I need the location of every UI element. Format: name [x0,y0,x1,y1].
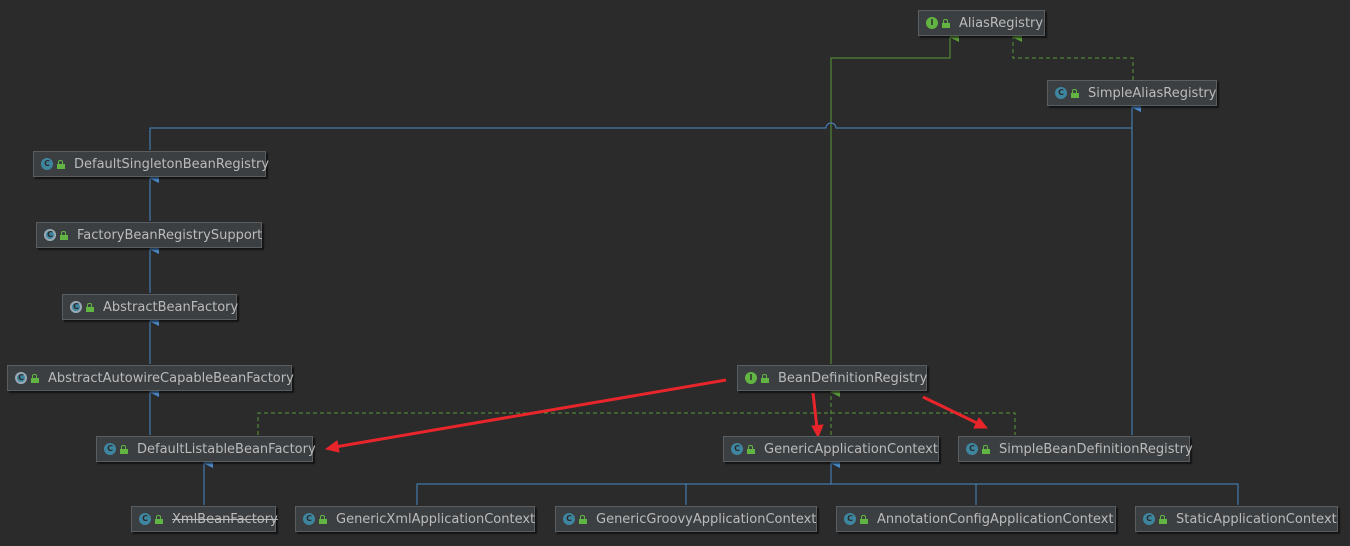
red-arrowhead-defaultlistablebeanfactory [324,440,340,453]
class-icon: C [731,443,743,455]
edge-implementations-of-beandefinitionregistry [257,412,1016,435]
edge-simplealiasregistry-implements-aliasregistry [1012,32,1134,80]
public-lock-icon [57,159,65,169]
node-label: SimpleAliasRegistry [1088,85,1217,101]
class-icon: C [563,513,575,525]
abstract-class-icon: C [15,372,27,384]
class-icon: C [844,513,856,525]
node-default-singleton-bean-registry[interactable]: C DefaultSingletonBeanRegistry [33,151,270,177]
interface-icon: I [926,17,938,29]
public-lock-icon [60,230,68,240]
class-icon: C [1143,513,1155,525]
node-label: GenericGroovyApplicationContext [596,511,817,527]
class-icon: C [303,513,315,525]
red-arrow-to-simplebeandefinitionregistry [922,395,980,426]
node-label: AbstractAutowireCapableBeanFactory [48,370,294,386]
node-factory-bean-registry-support[interactable]: C FactoryBeanRegistrySupport [36,222,262,248]
class-icon: C [1055,87,1067,99]
node-bean-definition-registry[interactable]: I BeanDefinitionRegistry [737,365,927,391]
edge-beandefinitionregistry-extends-aliasregistry [830,32,959,364]
public-lock-icon [319,514,327,524]
node-annotation-config-application-context[interactable]: C AnnotationConfigApplicationContext [836,506,1116,532]
node-label: DefaultSingletonBeanRegistry [74,156,270,172]
public-lock-icon [31,373,39,383]
public-lock-icon [761,373,769,383]
public-lock-icon [860,514,868,524]
node-label: GenericXmlApplicationContext [336,511,536,527]
red-arrowhead-simplebeandefinitionregistry [973,417,989,429]
node-label: StaticApplicationContext [1176,511,1337,527]
node-xml-bean-factory[interactable]: C XmlBeanFactory [131,506,278,532]
node-label: AliasRegistry [959,15,1044,31]
edge-subclasses-of-genericapplicationcontext [416,463,1239,505]
node-label: AbstractBeanFactory [103,299,239,315]
public-lock-icon [1071,88,1079,98]
node-abstract-bean-factory[interactable]: C AbstractBeanFactory [62,294,239,320]
class-icon: C [104,443,116,455]
node-label: XmlBeanFactory [172,511,278,527]
public-lock-icon [120,444,128,454]
node-generic-xml-application-context[interactable]: C GenericXmlApplicationContext [295,506,535,532]
class-icon: C [966,443,978,455]
node-label: GenericApplicationContext [764,441,938,457]
public-lock-icon [86,302,94,312]
public-lock-icon [155,514,163,524]
abstract-class-icon: C [70,301,82,313]
node-static-application-context[interactable]: C StaticApplicationContext [1135,506,1338,532]
public-lock-icon [1159,514,1167,524]
public-lock-icon [982,444,990,454]
class-icon: C [139,513,151,525]
node-simple-bean-definition-registry[interactable]: C SimpleBeanDefinitionRegistry [958,436,1193,462]
node-default-listable-bean-factory[interactable]: C DefaultListableBeanFactory [96,436,316,462]
node-label: BeanDefinitionRegistry [778,370,928,386]
node-label: SimpleBeanDefinitionRegistry [999,441,1193,457]
public-lock-icon [942,18,950,28]
class-icon: C [41,158,53,170]
red-arrow-to-genericapplicationcontext [811,392,819,429]
red-annotation-arrows [324,378,989,453]
red-arrow-to-defaultlistablebeanfactory [334,378,727,449]
edge-defaultsingletonbeanregistry-extends-simplealiasregistry [149,102,1141,150]
node-generic-application-context[interactable]: C GenericApplicationContext [723,436,939,462]
public-lock-icon [747,444,755,454]
node-alias-registry[interactable]: I AliasRegistry [918,10,1045,36]
abstract-class-icon: C [44,229,56,241]
node-abstract-autowire-capable-bean-factory[interactable]: C AbstractAutowireCapableBeanFactory [7,365,294,391]
node-generic-groovy-application-context[interactable]: C GenericGroovyApplicationContext [555,506,817,532]
red-arrowhead-genericapplicationcontext [811,424,824,439]
node-label: DefaultListableBeanFactory [137,441,316,457]
node-label: FactoryBeanRegistrySupport [77,227,263,243]
node-label: AnnotationConfigApplicationContext [877,511,1114,527]
interface-icon: I [745,372,757,384]
public-lock-icon [579,514,587,524]
node-simple-alias-registry[interactable]: C SimpleAliasRegistry [1047,80,1217,106]
